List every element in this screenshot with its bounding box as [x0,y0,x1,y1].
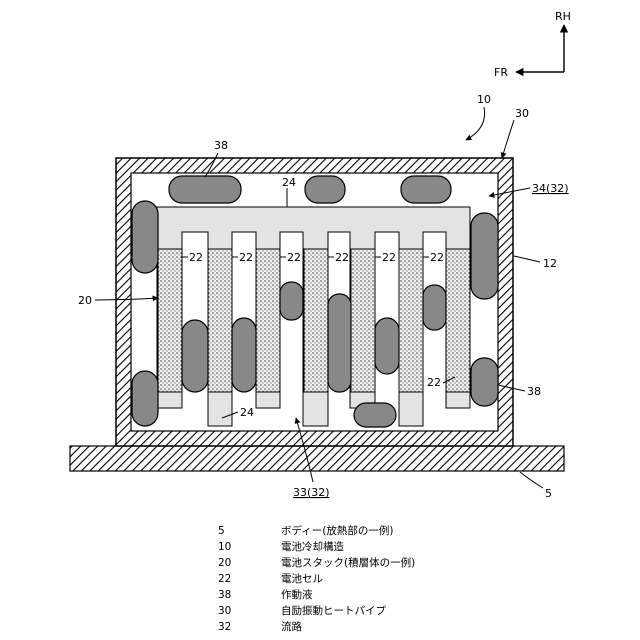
legend: 5 ボディー(放熱部の一例) 10 電池冷却構造 20 電池スタック(積層体の一… [218,523,478,635]
cell-label: 22 [335,251,349,264]
battery-cell [158,249,182,392]
legend-text: 作動液 [281,587,313,603]
working-fluid-slug [423,285,446,330]
cell-label: 22 [430,251,444,264]
legend-row: 10 電池冷却構造 [218,539,478,555]
battery-cooling-diagram: RH FR 10 30 38 24 34(32) 20 12 38 22 24 … [0,0,640,500]
legend-text: 流路 [281,619,302,635]
label-housing: 12 [543,257,557,270]
legend-row: 30 自励振動ヒートパイプ [218,603,478,619]
label-partition-top: 24 [282,176,296,189]
base-body [70,446,564,471]
legend-text: 電池冷却構造 [281,539,344,555]
battery-cell [351,249,375,392]
working-fluid-slug [169,176,241,203]
leader-12 [514,256,540,262]
legend-number: 38 [218,587,258,603]
label-flow-path-top: 34(32) [532,182,569,195]
legend-number: 10 [218,539,258,555]
label-cell-stack: 20 [78,294,92,307]
working-fluid-slug [232,318,256,392]
working-fluid-slug [328,294,351,392]
label-working-fluid-top: 38 [214,139,228,152]
label-body: 5 [545,487,552,500]
working-fluid-slug [354,403,396,427]
leader-5 [520,472,543,488]
working-fluid-slug [471,358,498,406]
legend-number: 30 [218,603,258,619]
legend-row: 38 作動液 [218,587,478,603]
direction-indicator: RH FR [494,10,571,79]
legend-text: 電池スタック(積層体の一例) [281,555,415,571]
legend-row: 5 ボディー(放熱部の一例) [218,523,478,539]
legend-row: 20 電池スタック(積層体の一例) [218,555,478,571]
working-fluid-slug [280,282,303,320]
working-fluid-slug [132,201,158,273]
legend-text: ボディー(放熱部の一例) [281,523,393,539]
legend-row: 22 電池セル [218,571,478,587]
working-fluid-slug [471,213,498,299]
leader-30 [502,120,514,158]
working-fluid-slug [182,320,208,392]
label-flow-path-bottom: 33(32) [293,486,330,499]
rh-label: RH [555,10,571,23]
legend-row: 32 流路 [218,619,478,635]
label-partition-bottom: 24 [240,406,254,419]
legend-text: 自励振動ヒートパイプ [281,603,386,619]
battery-cell [399,249,423,392]
legend-number: 32 [218,619,258,635]
cell-label: 22 [239,251,253,264]
working-fluid-slug [132,371,158,426]
label-heat-pipe: 30 [515,107,529,120]
battery-cell [304,249,328,392]
fr-label: FR [494,66,508,79]
cell-label: 22 [189,251,203,264]
working-fluid-slug [305,176,345,203]
battery-cell [256,249,280,392]
battery-cell [446,249,470,392]
label-device: 10 [477,93,491,106]
leader-10 [466,107,485,140]
label-cell-lower-right: 22 [427,376,441,389]
battery-cell [208,249,232,392]
label-working-fluid-right: 38 [527,385,541,398]
working-fluid-slug [401,176,451,203]
working-fluid-slug [375,318,399,374]
cell-label: 22 [382,251,396,264]
legend-number: 5 [218,523,258,539]
legend-text: 電池セル [281,571,323,587]
cell-label: 22 [287,251,301,264]
legend-number: 22 [218,571,258,587]
legend-number: 20 [218,555,258,571]
